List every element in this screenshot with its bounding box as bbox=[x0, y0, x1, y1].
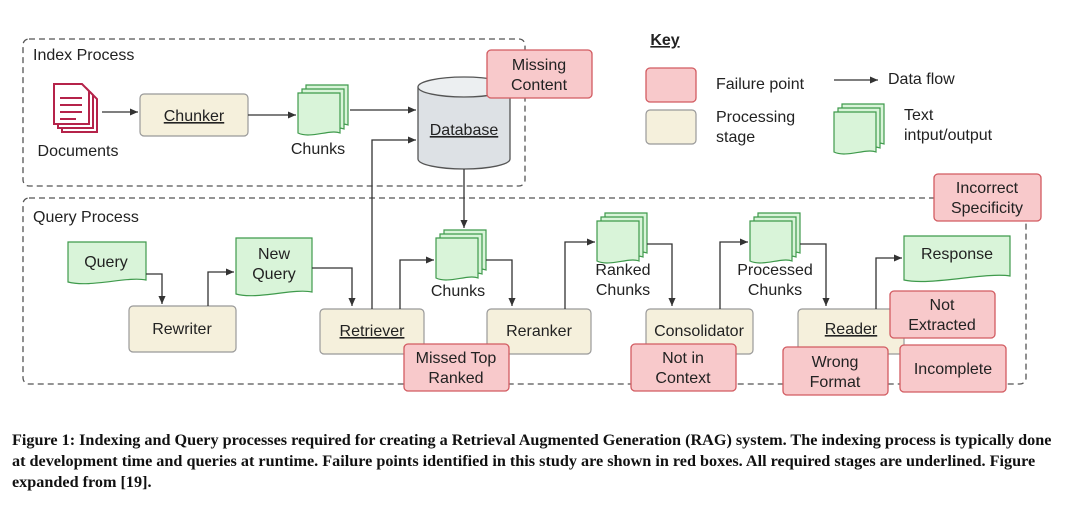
retriever-label: Retriever bbox=[340, 323, 406, 340]
svg-text:Extracted: Extracted bbox=[908, 317, 976, 334]
failure-not-in-context: Not in Context bbox=[630, 343, 737, 392]
query-chunks-label: Chunks bbox=[431, 283, 485, 300]
arrow-retriever-to-chunks bbox=[399, 256, 434, 309]
arrow-retriever-to-database bbox=[371, 136, 416, 309]
ranked-chunks-label-2: Chunks bbox=[596, 282, 650, 299]
svg-text:Wrong: Wrong bbox=[812, 354, 859, 371]
arrow-query-to-rewriter bbox=[146, 273, 166, 304]
reranker-stage: Reranker bbox=[486, 308, 592, 355]
failure-incomplete: Incomplete bbox=[899, 344, 1007, 393]
svg-text:Not in: Not in bbox=[662, 350, 704, 367]
failure-not-extracted: Not Extracted bbox=[889, 290, 996, 339]
figure-caption: Figure 1: Indexing and Query processes r… bbox=[12, 431, 1052, 491]
new-query-label-2: Query bbox=[252, 266, 296, 283]
svg-text:Missed Top: Missed Top bbox=[416, 350, 497, 367]
arrow-consolidator-to-processed-chunks bbox=[719, 238, 748, 309]
svg-text:Missing: Missing bbox=[512, 57, 566, 74]
svg-text:Incomplete: Incomplete bbox=[914, 361, 992, 378]
failure-missed-top-ranked: Missed Top Ranked bbox=[403, 343, 510, 392]
svg-text:Incorrect: Incorrect bbox=[956, 180, 1019, 197]
arrow-rewriter-to-new-query bbox=[207, 268, 234, 306]
key-stage-label-1: Processing bbox=[716, 109, 795, 126]
new-query-label-1: New bbox=[258, 246, 290, 263]
arrow-ranked-chunks-to-consolidator bbox=[647, 243, 676, 306]
key-failure-label: Failure point bbox=[716, 76, 805, 93]
key-text-label-2: intput/output bbox=[904, 127, 993, 144]
consolidator-label: Consolidator bbox=[654, 323, 745, 340]
index-chunks-doc-icon bbox=[297, 84, 349, 136]
arrow-chunks-to-reranker bbox=[486, 259, 516, 306]
key-stage-swatch bbox=[645, 109, 697, 145]
chunker-stage: Chunker bbox=[139, 93, 249, 137]
chunker-label: Chunker bbox=[164, 108, 225, 125]
key-text-label-1: Text bbox=[904, 107, 934, 124]
svg-text:Format: Format bbox=[810, 374, 861, 391]
query-process-title: Query Process bbox=[33, 209, 139, 226]
response-label: Response bbox=[921, 246, 993, 263]
failure-missing-content: Missing Content bbox=[486, 49, 593, 99]
rag-process-diagram: Index Process Query Process Documents Ch… bbox=[22, 32, 1042, 396]
retriever-stage: Retriever bbox=[319, 308, 425, 355]
index-chunks-label: Chunks bbox=[291, 141, 345, 158]
ranked-chunks-label-1: Ranked bbox=[595, 262, 650, 279]
arrow-reader-to-response bbox=[875, 254, 902, 309]
svg-text:Context: Context bbox=[655, 370, 711, 387]
query-chunks-doc-icon bbox=[435, 229, 487, 281]
key-data-flow-label: Data flow bbox=[888, 71, 955, 88]
ranked-chunks-doc-icon bbox=[596, 212, 648, 264]
reranker-label: Reranker bbox=[506, 323, 572, 340]
rewriter-label: Rewriter bbox=[152, 321, 212, 338]
rewriter-stage: Rewriter bbox=[128, 305, 237, 353]
svg-text:Content: Content bbox=[511, 77, 568, 94]
arrow-new-query-to-retriever bbox=[312, 267, 356, 306]
documents-icon bbox=[53, 83, 98, 133]
processed-chunks-label-1: Processed bbox=[737, 262, 813, 279]
svg-text:Not: Not bbox=[930, 297, 955, 314]
response-doc: Response bbox=[903, 235, 1011, 283]
key-failure-swatch bbox=[645, 67, 697, 103]
svg-text:Specificity: Specificity bbox=[951, 200, 1023, 217]
arrow-reranker-to-ranked-chunks bbox=[564, 238, 595, 309]
reader-stage: Reader bbox=[797, 308, 905, 355]
index-process-group bbox=[22, 38, 526, 187]
arrow-processed-chunks-to-reader bbox=[800, 243, 830, 306]
key-title: Key bbox=[650, 32, 679, 49]
failure-wrong-format: Wrong Format bbox=[782, 346, 889, 396]
new-query-doc: New Query bbox=[235, 237, 313, 297]
key-text-doc-icon bbox=[833, 103, 885, 155]
svg-text:Ranked: Ranked bbox=[428, 370, 483, 387]
documents-label: Documents bbox=[38, 143, 119, 160]
failure-incorrect-specificity: Incorrect Specificity bbox=[933, 173, 1042, 222]
query-label: Query bbox=[84, 254, 128, 271]
index-process-title: Index Process bbox=[33, 47, 134, 64]
query-process-group bbox=[22, 197, 1027, 385]
consolidator-stage: Consolidator bbox=[645, 308, 754, 355]
processed-chunks-doc-icon bbox=[749, 212, 801, 264]
processed-chunks-label-2: Chunks bbox=[748, 282, 802, 299]
database-label: Database bbox=[430, 122, 499, 139]
reader-label: Reader bbox=[825, 321, 878, 338]
key-stage-label-2: stage bbox=[716, 129, 755, 146]
query-doc: Query bbox=[67, 241, 147, 285]
